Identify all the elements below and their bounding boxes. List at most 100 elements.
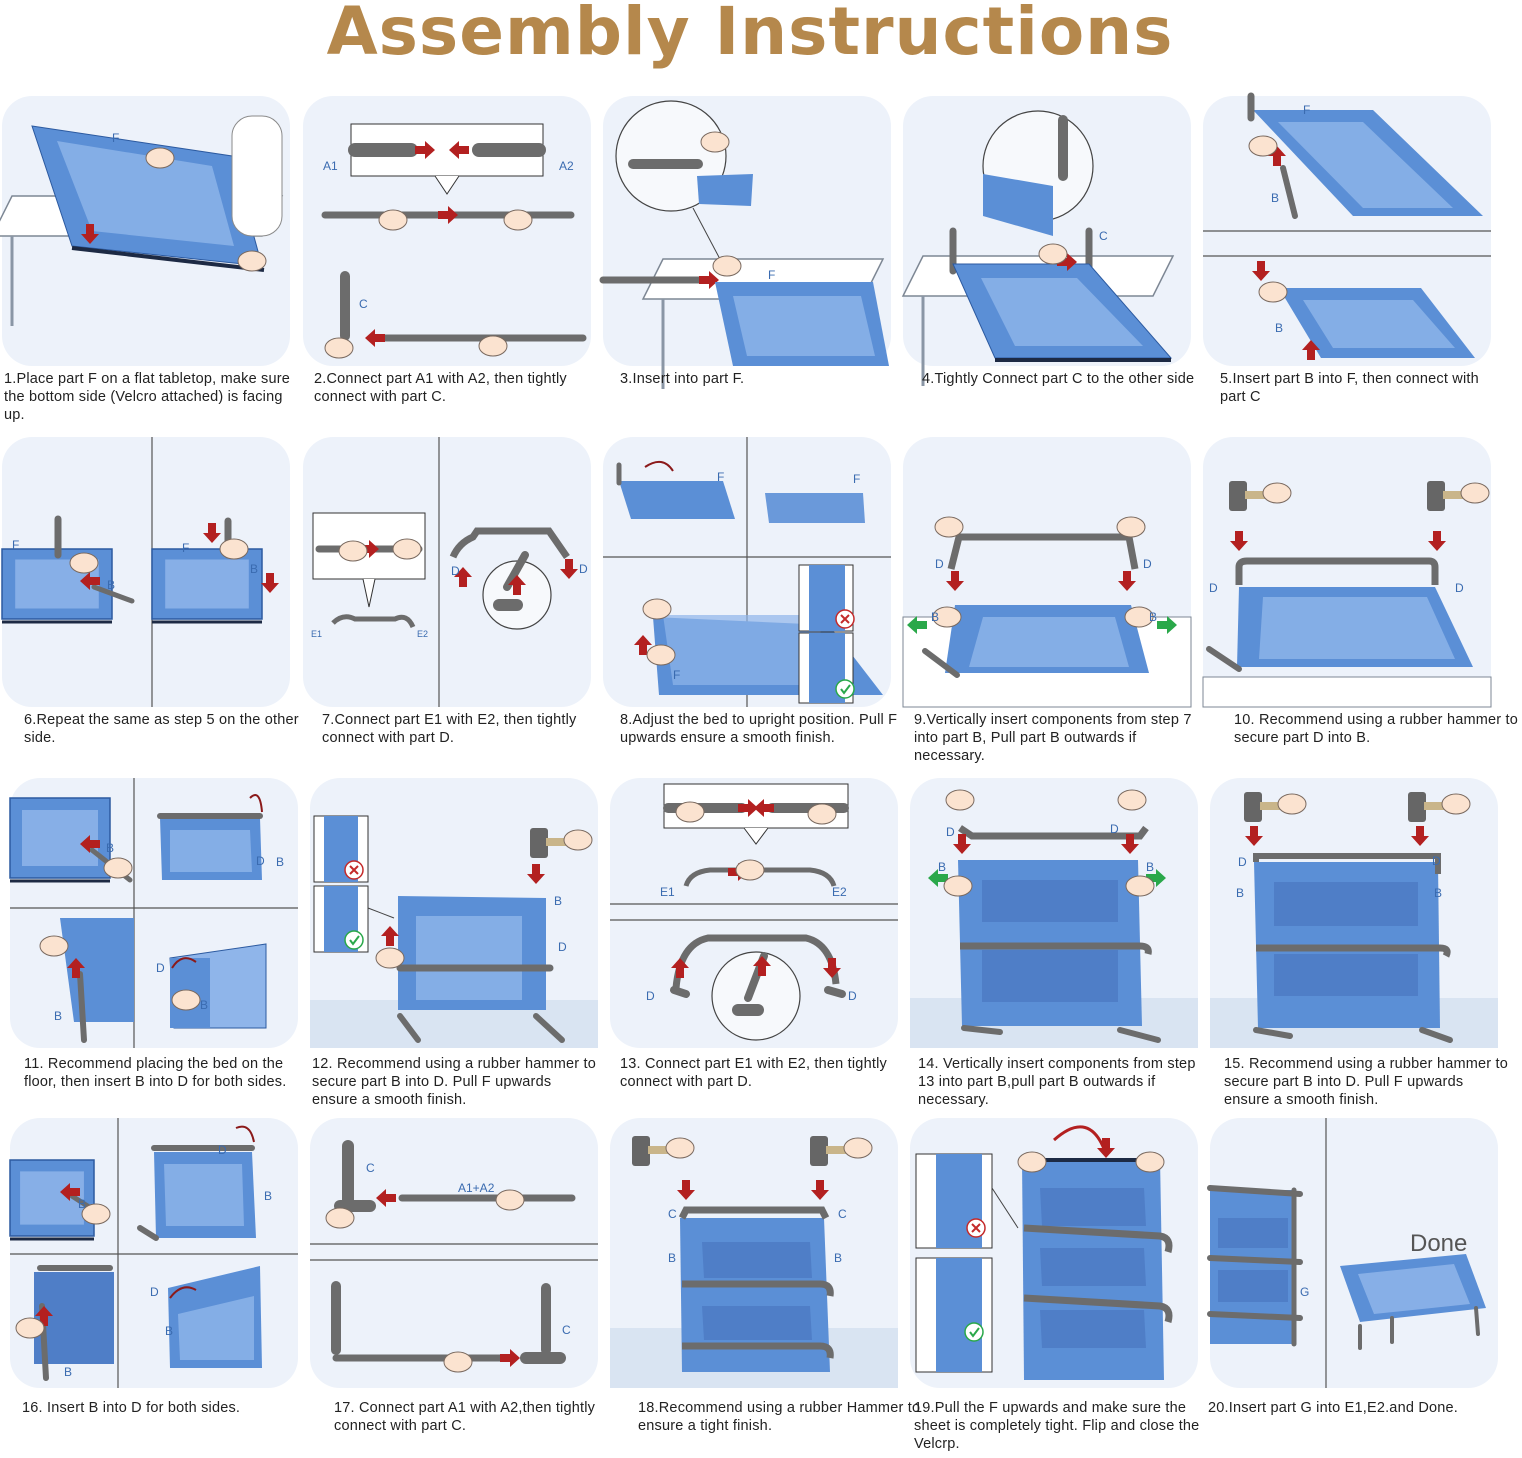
part-label: E1 xyxy=(660,885,675,899)
step-13-drawing: E1 E2D D xyxy=(610,783,898,1041)
part-label: E2 xyxy=(417,629,428,639)
part-label: B xyxy=(276,855,284,869)
step-9-caption: 9.Vertically insert components from step… xyxy=(914,712,1192,764)
step-12-drawing: BD xyxy=(310,815,598,1048)
part-label: D xyxy=(150,1285,159,1299)
part-label: D xyxy=(1110,822,1119,836)
step-19-illustration xyxy=(910,1118,1198,1388)
step-15-caption: 15. Recommend using a rubber hammer to s… xyxy=(1224,1056,1509,1108)
step-1-drawing: F xyxy=(0,115,284,326)
part-label: D xyxy=(579,562,588,576)
part-label: F xyxy=(112,131,119,145)
part-label: F xyxy=(717,470,724,484)
part-label: D xyxy=(1455,581,1464,595)
part-label: C xyxy=(562,1323,571,1337)
part-label: B xyxy=(250,562,258,576)
part-label: B xyxy=(1434,886,1442,900)
part-label: F xyxy=(853,472,860,486)
step-10-caption: 10. Recommend using a rubber hammer to s… xyxy=(1234,712,1519,746)
step-15-illustration: D D B B xyxy=(1210,778,1498,1048)
part-label: B xyxy=(106,841,114,855)
part-label: F xyxy=(12,538,19,552)
part-label: Done xyxy=(1410,1230,1467,1257)
part-label: B xyxy=(931,610,939,624)
part-label: B xyxy=(54,1009,62,1023)
step-14-illustration: D D B B xyxy=(910,778,1198,1048)
part-label: D xyxy=(848,989,857,1003)
part-label: C xyxy=(359,297,368,311)
part-label: B xyxy=(78,1197,86,1211)
part-label: A1 xyxy=(323,159,338,173)
part-label: B xyxy=(1149,610,1157,624)
part-label: D xyxy=(558,940,567,954)
step-20-drawing: G Done xyxy=(1207,1118,1486,1388)
step-2-caption: 2.Connect part A1 with A2, then tightly … xyxy=(314,371,567,405)
step-17-caption: 17. Connect part A1 with A2,then tightly… xyxy=(334,1400,596,1434)
part-label: D xyxy=(156,961,165,975)
part-label: F xyxy=(768,268,775,282)
step-6-caption: 6.Repeat the same as step 5 on the other… xyxy=(24,712,299,746)
step-1-caption: 1.Place part F on a flat tabletop, make … xyxy=(4,371,291,423)
part-label: D xyxy=(451,564,460,578)
step-20-caption: 20.Insert part G into E1,E2.and Done. xyxy=(1208,1400,1459,1416)
part-label: G xyxy=(1300,1285,1309,1299)
part-label: F xyxy=(673,668,680,682)
part-label: A1+A2 xyxy=(458,1181,495,1195)
part-label: D xyxy=(256,854,265,868)
part-label: D xyxy=(946,825,955,839)
step-5-caption: 5.Insert part B into F, then connect wit… xyxy=(1220,371,1479,405)
part-label: C xyxy=(1099,229,1108,243)
part-label: A2 xyxy=(559,159,574,173)
part-label: B xyxy=(554,894,562,908)
part-label: B xyxy=(264,1189,272,1203)
step-19-drawing xyxy=(915,1125,1173,1380)
step-14-drawing: D D B B xyxy=(910,789,1198,1048)
step-15-drawing: D D B B xyxy=(1210,792,1498,1048)
step-2-drawing: A1 A2C xyxy=(321,123,587,359)
step-14-caption: 14. Vertically insert components from st… xyxy=(918,1056,1196,1108)
part-label: B xyxy=(1236,886,1244,900)
step-17-drawing: CA1+A2C xyxy=(310,1140,598,1373)
part-label: C xyxy=(668,1207,677,1221)
part-label: B xyxy=(938,860,946,874)
part-label: D xyxy=(1432,854,1441,868)
part-label: F xyxy=(182,541,189,555)
part-label: D xyxy=(1209,581,1218,595)
part-label: D xyxy=(1238,855,1247,869)
part-label: E2 xyxy=(832,885,847,899)
step-4-illustration: C xyxy=(901,96,1191,386)
step-3-drawing: F xyxy=(599,100,889,389)
step-12-caption: 12. Recommend using a rubber hammer to s… xyxy=(312,1056,597,1108)
step-4-drawing: C xyxy=(901,110,1175,386)
part-label: B xyxy=(668,1251,676,1265)
step-3-caption: 3.Insert into part F. xyxy=(620,371,745,387)
part-label: B xyxy=(1146,860,1154,874)
step-8-caption: 8.Adjust the bed to upright position. Pu… xyxy=(620,712,898,746)
step-1-illustration: F xyxy=(0,96,290,366)
part-label: B xyxy=(64,1365,72,1379)
step-8-illustration: F F F xyxy=(603,437,891,707)
part-label: D xyxy=(646,989,655,1003)
step-18-caption: 18.Recommend using a rubber Hammer to en… xyxy=(638,1400,921,1434)
step-13-caption: 13. Connect part E1 with E2, then tightl… xyxy=(620,1056,887,1090)
part-label: B xyxy=(834,1251,842,1265)
step-16-caption: 16. Insert B into D for both sides. xyxy=(22,1400,241,1416)
step-4-caption: 4.Tightly Connect part C to the other si… xyxy=(922,371,1195,387)
part-label: B xyxy=(200,998,208,1012)
part-label: B xyxy=(165,1324,173,1338)
